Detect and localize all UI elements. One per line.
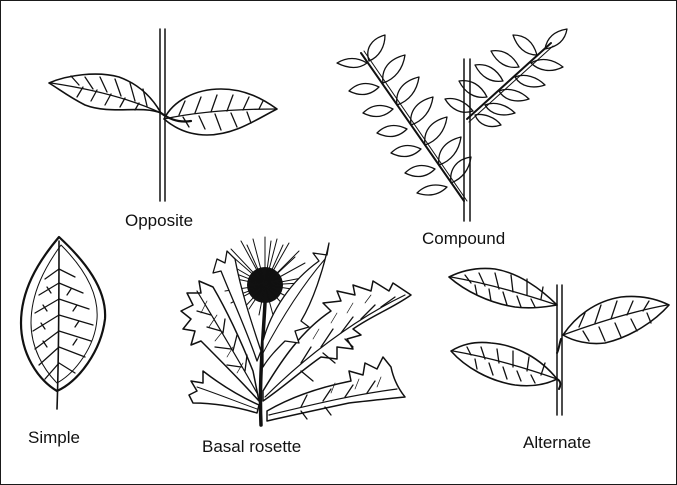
alternate-leaf-illustration bbox=[448, 267, 670, 416]
label-compound: Compound bbox=[422, 229, 506, 248]
label-basal-rosette: Basal rosette bbox=[202, 437, 302, 456]
basal-rosette-illustration bbox=[180, 236, 412, 427]
label-opposite: Opposite bbox=[125, 211, 194, 230]
opposite-leaf-illustration bbox=[48, 28, 278, 202]
label-alternate: Alternate bbox=[523, 433, 592, 452]
simple-leaf-illustration bbox=[19, 235, 107, 410]
compound-leaf-illustration bbox=[336, 28, 568, 222]
label-simple: Simple bbox=[28, 428, 80, 447]
